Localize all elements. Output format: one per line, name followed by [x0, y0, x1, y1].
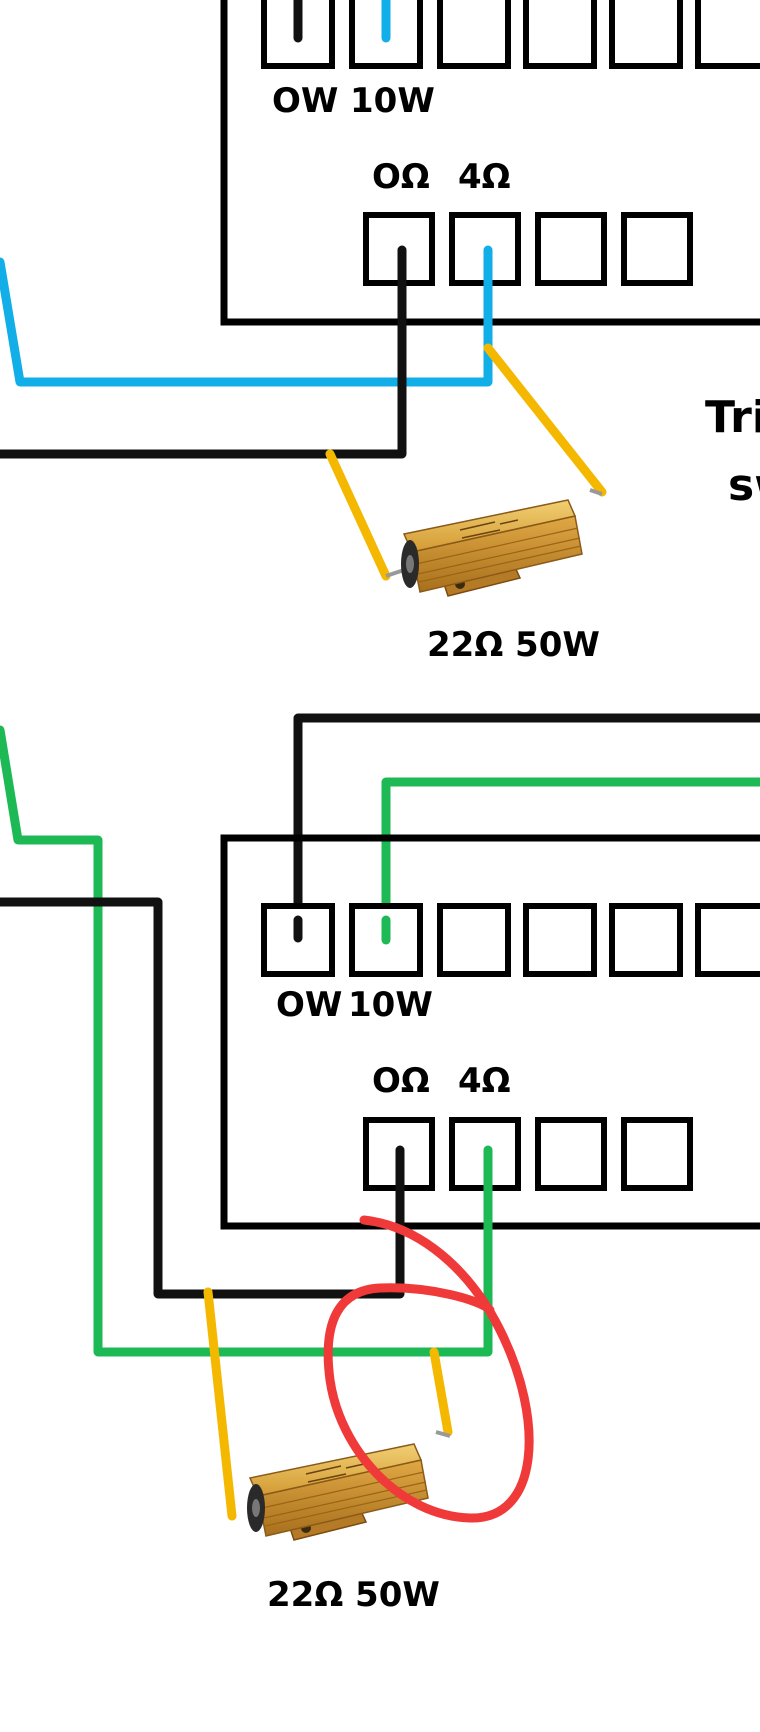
label-4-ohm: 4Ω [458, 157, 511, 197]
wire-green-top-loop [381, 777, 760, 943]
wire-blue-4-ohm [0, 245, 493, 387]
resistor-lead-right-top [483, 343, 607, 497]
top-wattage-terminals [261, 0, 760, 69]
bottom-ohm-terminals [363, 1117, 693, 1191]
cut-off-text-line1: Tri [705, 392, 760, 443]
label-10w: 10W [350, 81, 435, 121]
wire-green-4-ohm [0, 725, 493, 1357]
terminal-6[interactable] [695, 0, 760, 69]
resistor-label-top: 22Ω 50W [427, 625, 600, 665]
top-panel: OW 10W OΩ 4Ω 22Ω 50W Tri sw [0, 0, 760, 665]
terminal-ohm-4[interactable] [621, 212, 693, 286]
terminal-ohm-3[interactable] [535, 212, 607, 286]
wire-black-0-ohm [0, 245, 407, 459]
cut-off-text-line2: sw [728, 460, 760, 511]
terminal-3[interactable] [437, 903, 511, 977]
bottom-wattage-terminals [261, 903, 760, 977]
terminal-5[interactable] [609, 0, 683, 69]
terminal-3[interactable] [437, 0, 511, 69]
terminal-ohm-3[interactable] [535, 1117, 607, 1191]
top-ohm-terminals [363, 212, 693, 286]
resistor-lead-left-top [325, 449, 391, 581]
terminal-4[interactable] [523, 0, 597, 69]
label-4-ohm: 4Ω [458, 1061, 511, 1101]
label-0-ohm: OΩ [372, 157, 430, 197]
wire-black-top-loop [293, 713, 760, 935]
top-panel-frame [220, 0, 760, 326]
label-ow: OW [276, 985, 342, 1025]
resistor-icon [400, 499, 583, 597]
label-0-ohm: OΩ [372, 1061, 430, 1101]
terminal-6[interactable] [695, 903, 760, 977]
terminal-4[interactable] [523, 903, 597, 977]
annotation-circle-icon [323, 1215, 534, 1523]
label-ow: OW [272, 81, 338, 121]
bottom-panel: OW 10W OΩ 4Ω 22Ω 50W [0, 713, 760, 1615]
terminal-5[interactable] [609, 903, 683, 977]
resistor-lead-left-bottom [203, 1287, 237, 1521]
label-10w: 10W [348, 985, 433, 1025]
resistor-label-bottom: 22Ω 50W [267, 1575, 440, 1615]
resistor-lead-right-bottom [429, 1347, 453, 1437]
wire-black-0-ohm [0, 897, 405, 1299]
terminal-ohm-4[interactable] [621, 1117, 693, 1191]
